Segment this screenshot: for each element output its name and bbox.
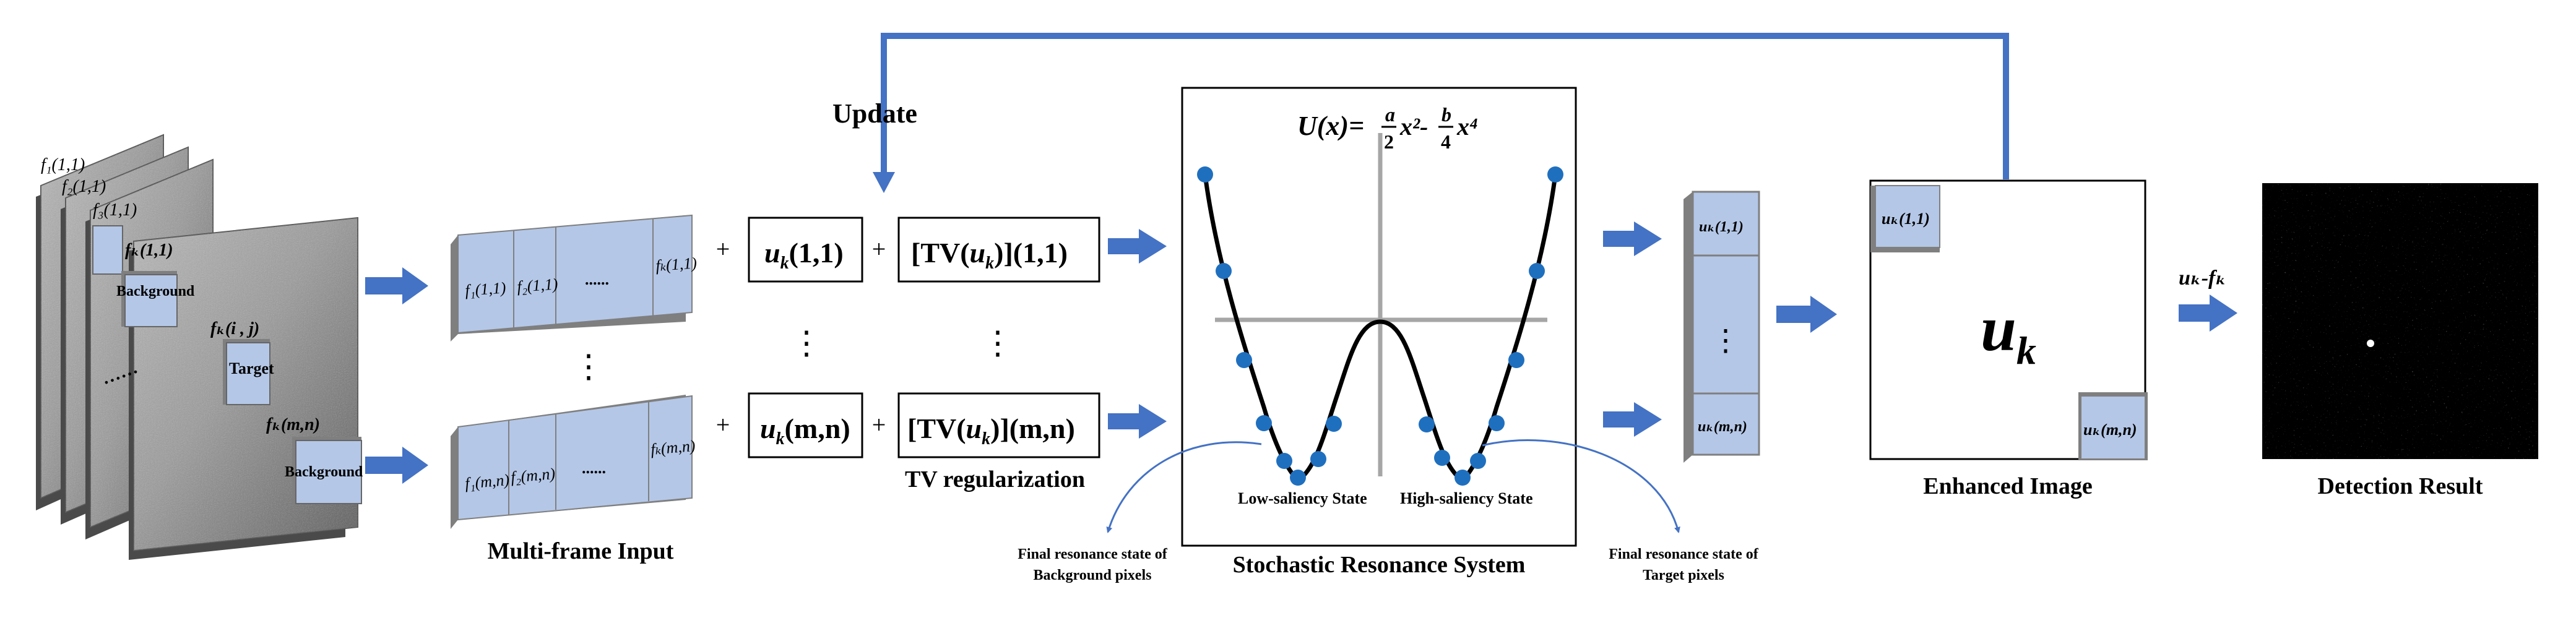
vector-bottom-cell-4: fₖ(m,n) [650, 437, 696, 458]
multi-frame-input-caption: Multi-frame Input [488, 538, 674, 564]
arrow-frames-to-vector-top [365, 267, 428, 304]
background-label-bottom: Background [285, 464, 363, 480]
arrow-tv-to-sr-top [1108, 229, 1167, 264]
arrow-frames-to-vector-bottom [365, 447, 428, 484]
svg-text:[TV(uk)](1,1): [TV(uk)](1,1) [911, 237, 1068, 273]
tg-final-state-line1: Final resonance state of [1609, 546, 1759, 562]
vector-top-cell-1: f₁(1,1) [464, 278, 506, 299]
high-saliency-state-label: High-saliency State [1400, 489, 1533, 507]
enhanced-image: uₖ(1,1) uk uₖ(m,n) [1869, 179, 2148, 460]
detection-result-image [2262, 183, 2538, 459]
eq-b: b [1441, 103, 1451, 126]
potential-dots [1197, 166, 1563, 486]
uk-vertical-dots: ⋮ [790, 326, 823, 361]
bg-final-state-line2: Background pixels [1034, 567, 1152, 583]
svg-text:[TV(uk)](m,n): [TV(uk)](m,n) [907, 413, 1075, 449]
output-vector-dots: ⋮ [1711, 324, 1740, 357]
frame-stack: f₁(1,1) f₂(1,1) f₃(1,1) fₖ(1,1) Backgrou… [36, 134, 363, 560]
vector-top-cell-3: ...... [585, 270, 609, 288]
frame-label-f2: f₂(1,1) [62, 177, 106, 196]
bg-annotation-arrow [1106, 441, 1262, 533]
vector-vertical-dots: ⋮ [573, 350, 605, 385]
tv-box-top: [TV(uk)](1,1) [897, 217, 1100, 283]
plus-top-1: + [716, 235, 730, 263]
enhanced-image-caption: Enhanced Image [1923, 473, 2092, 499]
plus-top-2: + [872, 235, 886, 263]
bg-final-state-line1: Final resonance state of [1018, 546, 1168, 562]
output-vector: uₖ(1,1) ⋮ uₖ(m,n) [1683, 191, 1760, 463]
plus-bottom-1: + [716, 411, 730, 439]
uk-box-top: uk(1,1) [748, 217, 863, 283]
uk-box-bottom: uk(m,n) [748, 392, 863, 458]
background-label-top: Background [116, 283, 195, 299]
frame-label-fk: fₖ(1,1) [125, 241, 173, 260]
vector-bottom: f₁(m,n) f₂(m,n) ...... fₖ(m,n) [451, 395, 696, 529]
arrow-sr-to-vector-top [1603, 221, 1662, 256]
arrow-sr-to-vector-bottom [1603, 402, 1662, 437]
svg-text:uₖ(m,n): uₖ(m,n) [2083, 421, 2137, 439]
svg-text:uk(1,1): uk(1,1) [764, 237, 844, 273]
arrow-tv-to-sr-bottom [1108, 404, 1167, 439]
eq-x4: x⁴ [1456, 113, 1478, 140]
sr-panel: U(x)= a 2 x²- b 4 x⁴ Low-saliency State … [1181, 87, 1577, 547]
svg-text:uk(m,n): uk(m,n) [760, 413, 850, 449]
arrow-vector-to-enhanced [1776, 296, 1837, 333]
vector-top-cell-4: fₖ(1,1) [655, 254, 697, 275]
frame-label-f1: f₁(1,1) [41, 155, 85, 174]
svg-text:uₖ(1,1): uₖ(1,1) [1882, 210, 1930, 228]
frame-label-fk-mn: fₖ(m,n) [266, 415, 320, 434]
update-feedback-arrow [873, 33, 2009, 193]
vector-top-cell-2: f₂(1,1) [516, 275, 558, 296]
tg-final-state-line2: Target pixels [1643, 567, 1724, 583]
vector-bottom-cell-3: ...... [582, 459, 606, 477]
detected-target [2367, 340, 2374, 347]
plus-bottom-2: + [872, 411, 886, 439]
eq-4: 4 [1441, 131, 1451, 153]
low-saliency-state-label: Low-saliency State [1238, 489, 1367, 507]
difference-label: uₖ-fₖ [2179, 267, 2226, 290]
background-patch-top [121, 271, 178, 327]
vector-bottom-cell-2: f₂(m,n) [510, 465, 556, 486]
tv-box-bottom: [TV(uk)](m,n) [897, 392, 1100, 458]
sr-system-caption: Stochastic Resonance System [1233, 552, 1526, 578]
potential-equation: U(x)= [1297, 111, 1364, 141]
detection-result-caption: Detection Result [2318, 473, 2483, 499]
eq-2: 2 [1384, 131, 1394, 153]
eq-a: a [1385, 103, 1395, 126]
output-vector-top: uₖ(1,1) [1699, 219, 1744, 235]
target-patch [223, 339, 270, 405]
enhanced-top-patch: uₖ(1,1) [1870, 185, 1940, 252]
tv-vertical-dots: ⋮ [982, 326, 1014, 361]
tv-regularization-caption: TV regularization [905, 466, 1085, 492]
target-label: Target [229, 359, 274, 377]
tg-annotation-arrow [1482, 439, 1680, 533]
vector-bottom-cell-1: f₁(m,n) [464, 471, 510, 492]
arrow-enhanced-to-result [2179, 294, 2237, 332]
frame-label-f3: f₃(1,1) [93, 200, 137, 220]
background-patch-bottom [292, 437, 362, 504]
update-label: Update [832, 98, 917, 129]
frame-label-fk-ij: fₖ(i , j) [210, 319, 259, 338]
double-well-potential-curve [1203, 174, 1558, 483]
vector-top: f₁(1,1) f₂(1,1) ...... fₖ(1,1) [451, 214, 698, 342]
enhanced-big-label: uk [1981, 293, 2036, 372]
output-vector-bottom: uₖ(m,n) [1698, 419, 1747, 435]
eq-x2: x²- [1399, 113, 1428, 140]
frame-k [121, 217, 362, 560]
enhanced-bottom-patch: uₖ(m,n) [2078, 392, 2148, 460]
